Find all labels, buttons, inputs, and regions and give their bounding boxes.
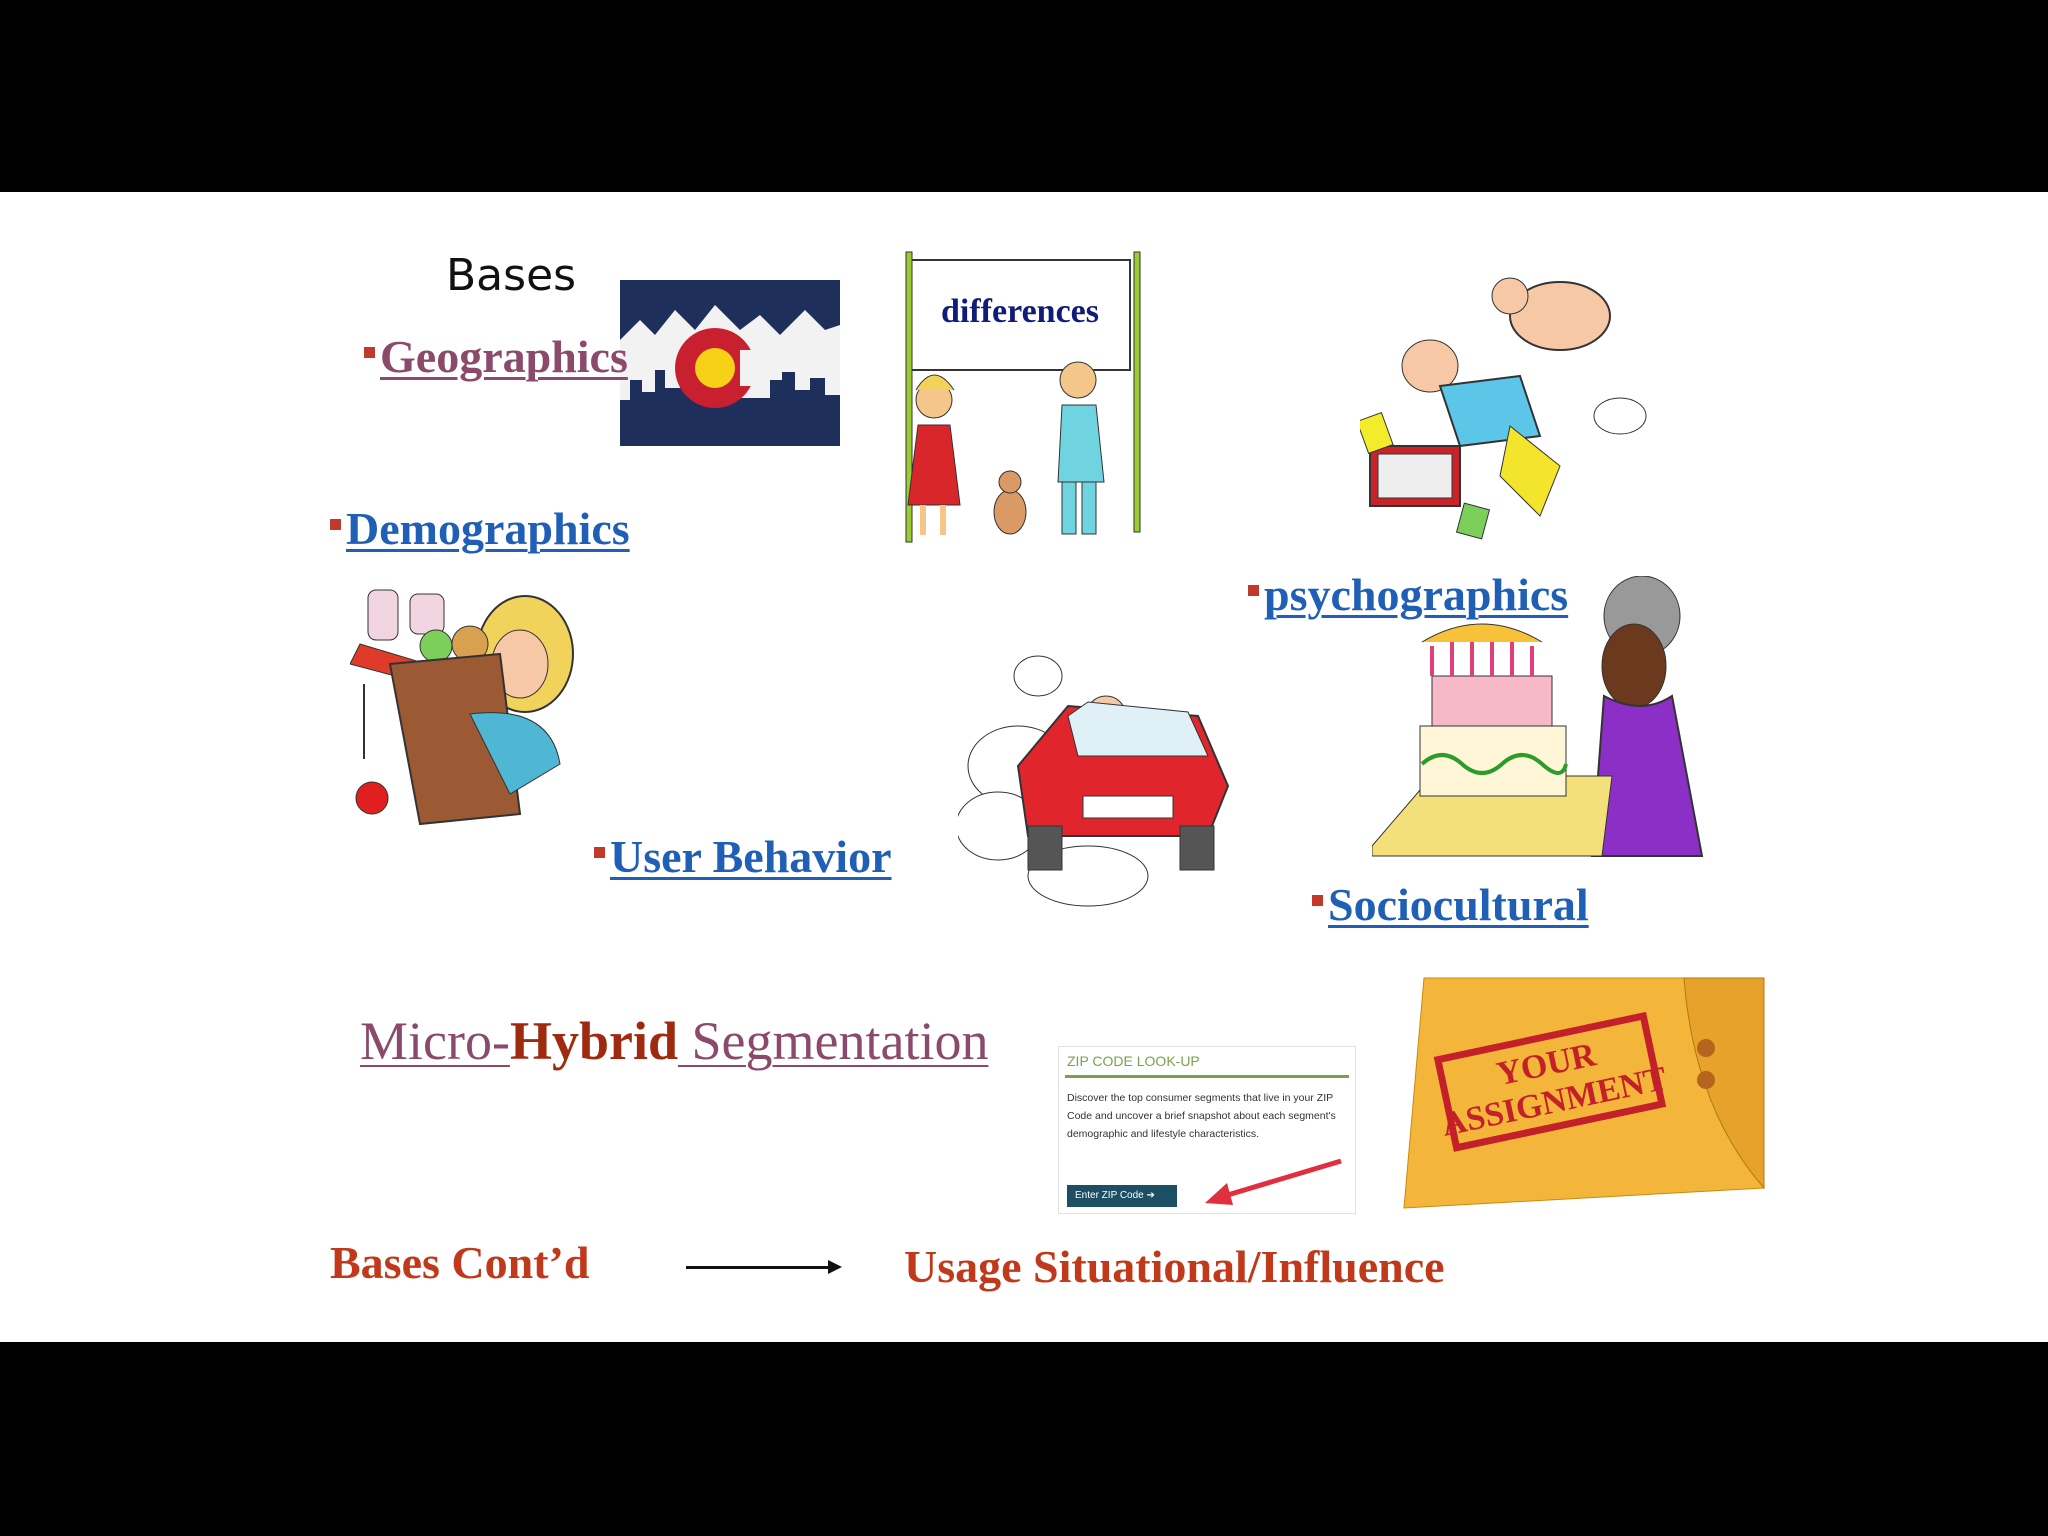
- bullet-demographics[interactable]: Demographics: [330, 502, 630, 555]
- usage-situational-label: Usage Situational/Influence: [904, 1241, 1445, 1292]
- assignment-envelope-image: YOUR ASSIGNMENT: [1394, 968, 1778, 1224]
- bullet-geographics[interactable]: Geographics: [364, 330, 628, 383]
- differences-cartoon: differences: [905, 251, 1141, 543]
- bullet-psychographics[interactable]: psychographics: [1248, 568, 1568, 621]
- bullet-marker: [594, 847, 605, 858]
- slide-title: Bases: [446, 250, 577, 301]
- zip-card-divider: [1065, 1075, 1349, 1078]
- micro-text: Micro-: [360, 1011, 510, 1071]
- bullet-user-behavior[interactable]: User Behavior: [594, 830, 892, 883]
- user-behavior-link[interactable]: User Behavior: [610, 831, 892, 882]
- hybrid-text: Hybrid: [509, 1011, 678, 1071]
- car-cartoon: [958, 655, 1230, 907]
- sociocultural-link[interactable]: Sociocultural: [1328, 879, 1589, 930]
- micro-hybrid-segmentation: Micro-Hybrid Segmentation: [360, 1010, 988, 1072]
- enter-zip-code-button[interactable]: Enter ZIP Code ➔: [1067, 1185, 1177, 1207]
- bullet-marker: [1312, 895, 1323, 906]
- psychographics-link[interactable]: psychographics: [1264, 569, 1569, 620]
- briefcase-cartoon: [1360, 277, 1647, 540]
- bullet-sociocultural[interactable]: Sociocultural: [1312, 878, 1589, 931]
- bullet-marker: [364, 347, 375, 358]
- differences-sign-text: differences: [941, 293, 1099, 330]
- right-arrow-icon: [686, 1266, 836, 1269]
- geographics-link[interactable]: Geographics: [380, 331, 628, 382]
- zip-card-description: Discover the top consumer segments that …: [1067, 1092, 1336, 1140]
- zip-code-lookup-card: ZIP CODE LOOK-UP Discover the top consum…: [1058, 1046, 1356, 1214]
- demographics-link[interactable]: Demographics: [346, 503, 630, 554]
- zip-card-title: ZIP CODE LOOK-UP: [1067, 1053, 1200, 1069]
- bullet-marker: [1248, 585, 1259, 596]
- birthday-cake-cartoon: [1372, 576, 1704, 857]
- segmentation-text: Segmentation: [678, 1011, 989, 1071]
- slide: Bases Geographics differences: [0, 192, 2048, 1342]
- red-arrow-icon: [1205, 1158, 1342, 1205]
- right-arrow-head-icon: [828, 1260, 842, 1274]
- colorado-flag-image: [620, 280, 840, 446]
- bullet-marker: [330, 519, 341, 530]
- grocery-bag-cartoon: [350, 589, 574, 826]
- bases-contd-label: Bases Cont’d: [330, 1237, 590, 1288]
